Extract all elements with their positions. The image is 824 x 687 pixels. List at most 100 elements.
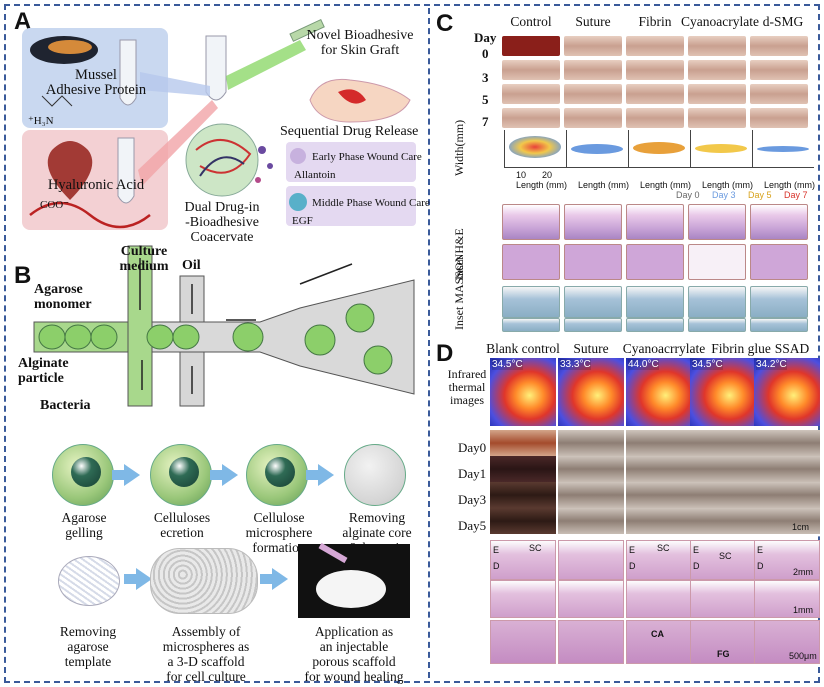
c-graph-suture xyxy=(566,130,628,168)
step-bubble-4 xyxy=(344,444,406,506)
d-temp-cyano: 44.0°C xyxy=(628,359,659,370)
d-wound-cyano-d5 xyxy=(626,508,692,534)
drug-dot-2 xyxy=(267,163,273,169)
drug-dot-1 xyxy=(258,146,266,154)
d-histo2-cyano xyxy=(626,580,692,618)
coacervate-strand-navy xyxy=(199,156,245,177)
flow-arrow-out xyxy=(299,263,353,285)
d-scale-1cm: 1cm xyxy=(792,522,810,532)
d-histo3-suture xyxy=(558,620,624,664)
tube-hyaluronic xyxy=(117,137,135,204)
d-wound-blank-d3 xyxy=(490,482,556,508)
c-day-3: 3 xyxy=(482,70,489,85)
d-histo-suture xyxy=(558,540,624,580)
coacervate-strand-red xyxy=(195,138,252,174)
d-wound-suture-d5 xyxy=(558,508,624,534)
early-phase-label: Early Phase Wound Care xyxy=(312,151,422,163)
d-header-ssad: SSAD xyxy=(774,341,810,356)
droplet-5 xyxy=(345,303,375,333)
panel-separator xyxy=(428,8,430,678)
c-masson-inset-control xyxy=(502,318,560,332)
step-label-1: Agarose gelling xyxy=(61,510,107,540)
d-wound-suture-d1 xyxy=(558,456,624,482)
c-he-inset-control xyxy=(502,244,560,280)
d-temp-fibrin: 34.5°C xyxy=(692,359,723,370)
d-wound-fibrin-d5 xyxy=(690,508,756,534)
d-d-ssad: D xyxy=(757,561,764,571)
c-he-inset-cyano xyxy=(688,244,746,280)
alginate-particle-3 xyxy=(90,324,118,350)
middle-phase-box xyxy=(286,186,416,226)
microsphere-scaffold-image xyxy=(150,548,258,614)
allantoin-label: Allantoin xyxy=(294,169,336,181)
d-temp-blank: 34.5°C xyxy=(492,359,523,370)
c-masson-inset-fibrin xyxy=(626,318,684,332)
c-day-5: 5 xyxy=(482,92,489,107)
c-length-label-suture: Length (mm) xyxy=(578,180,630,190)
c-tick-10-control: 10 xyxy=(516,170,527,180)
c-header-control: Control xyxy=(510,14,552,29)
c-wound-control-d0 xyxy=(502,36,560,56)
droplet-4 xyxy=(304,324,336,356)
chem-structure xyxy=(41,95,73,107)
droplet-2 xyxy=(172,324,200,350)
d-day3-label: Day3 xyxy=(458,492,487,507)
step-bubble-3 xyxy=(246,444,308,506)
sequential-label: Sequential Drug Release xyxy=(280,124,419,139)
c-wound-suture-d5 xyxy=(564,84,622,104)
d-histo3-ssad: 500μm xyxy=(754,620,820,664)
panel-c-letter: C xyxy=(436,10,454,37)
d-day1-label: Day1 xyxy=(458,466,487,481)
d-header-suture: Suture xyxy=(573,341,609,356)
main-channel xyxy=(151,279,415,395)
c-masson-dsmg xyxy=(750,286,808,318)
c-wound-fibrin-d7 xyxy=(626,108,684,128)
c-wound-cyano-d0 xyxy=(688,36,746,56)
d-temp-suture: 33.3°C xyxy=(560,359,591,370)
coo-label: COO⁻ xyxy=(40,199,70,211)
c-masson-inset-cyano xyxy=(688,318,746,332)
droplet-3 xyxy=(232,322,264,352)
c-he-cyano xyxy=(688,204,746,240)
skin-graft-wound xyxy=(338,89,366,104)
coacervate-ball xyxy=(185,123,259,197)
c-wound-suture-d7 xyxy=(564,108,622,128)
c-masson-label: Inset MASSON xyxy=(452,253,466,330)
d-thermal-ssad: 34.2°C xyxy=(754,358,820,426)
step-label-2: Celluloses ecretion xyxy=(153,510,211,540)
early-phase-box xyxy=(286,142,416,182)
step-bubble-2 xyxy=(150,444,212,506)
d-sc-cyano: SC xyxy=(657,543,670,553)
c-graph-cyano xyxy=(690,130,752,168)
d-histo3-fibrin: FG xyxy=(690,620,756,664)
figure-frame xyxy=(4,4,820,683)
c-graph-control xyxy=(504,130,566,168)
c-he-fibrin xyxy=(626,204,684,240)
c-graph-fibrin xyxy=(628,130,690,168)
d-e-ssad: E xyxy=(757,545,764,555)
droplet-6 xyxy=(363,345,393,375)
c-masson-control xyxy=(502,286,560,318)
c-day-7: 7 xyxy=(482,114,489,129)
d-e-cyano: E xyxy=(629,545,636,555)
d-header-cyano: Cyanoacrrylate xyxy=(622,341,706,356)
d-wound-suture-d3 xyxy=(558,482,624,508)
d-infrared-label: Infrared thermal images xyxy=(447,367,487,407)
d-wound-cyano-d0 xyxy=(626,430,692,456)
d-thermal-suture: 33.3°C xyxy=(558,358,624,426)
d-histo3-blank xyxy=(490,620,556,664)
d-wound-fibrin-d3 xyxy=(690,482,756,508)
c-wound-cyano-d7 xyxy=(688,108,746,128)
d-wound-fibrin-d1 xyxy=(690,456,756,482)
d-scale-2mm: 2mm xyxy=(793,567,813,577)
coacervate-label: Dual Drug-in -Bioadhesive Coacervate xyxy=(184,200,260,245)
agarose-template-image xyxy=(58,556,120,606)
d-wound-ssad-d1 xyxy=(754,456,820,482)
middle-phase-label: Middle Phase Wound Care xyxy=(312,197,430,209)
d-wound-suture-d0 xyxy=(558,430,624,456)
d-fg-label: FG xyxy=(717,649,730,659)
syringe xyxy=(289,18,325,42)
d-e-fibrin: E xyxy=(693,545,700,555)
